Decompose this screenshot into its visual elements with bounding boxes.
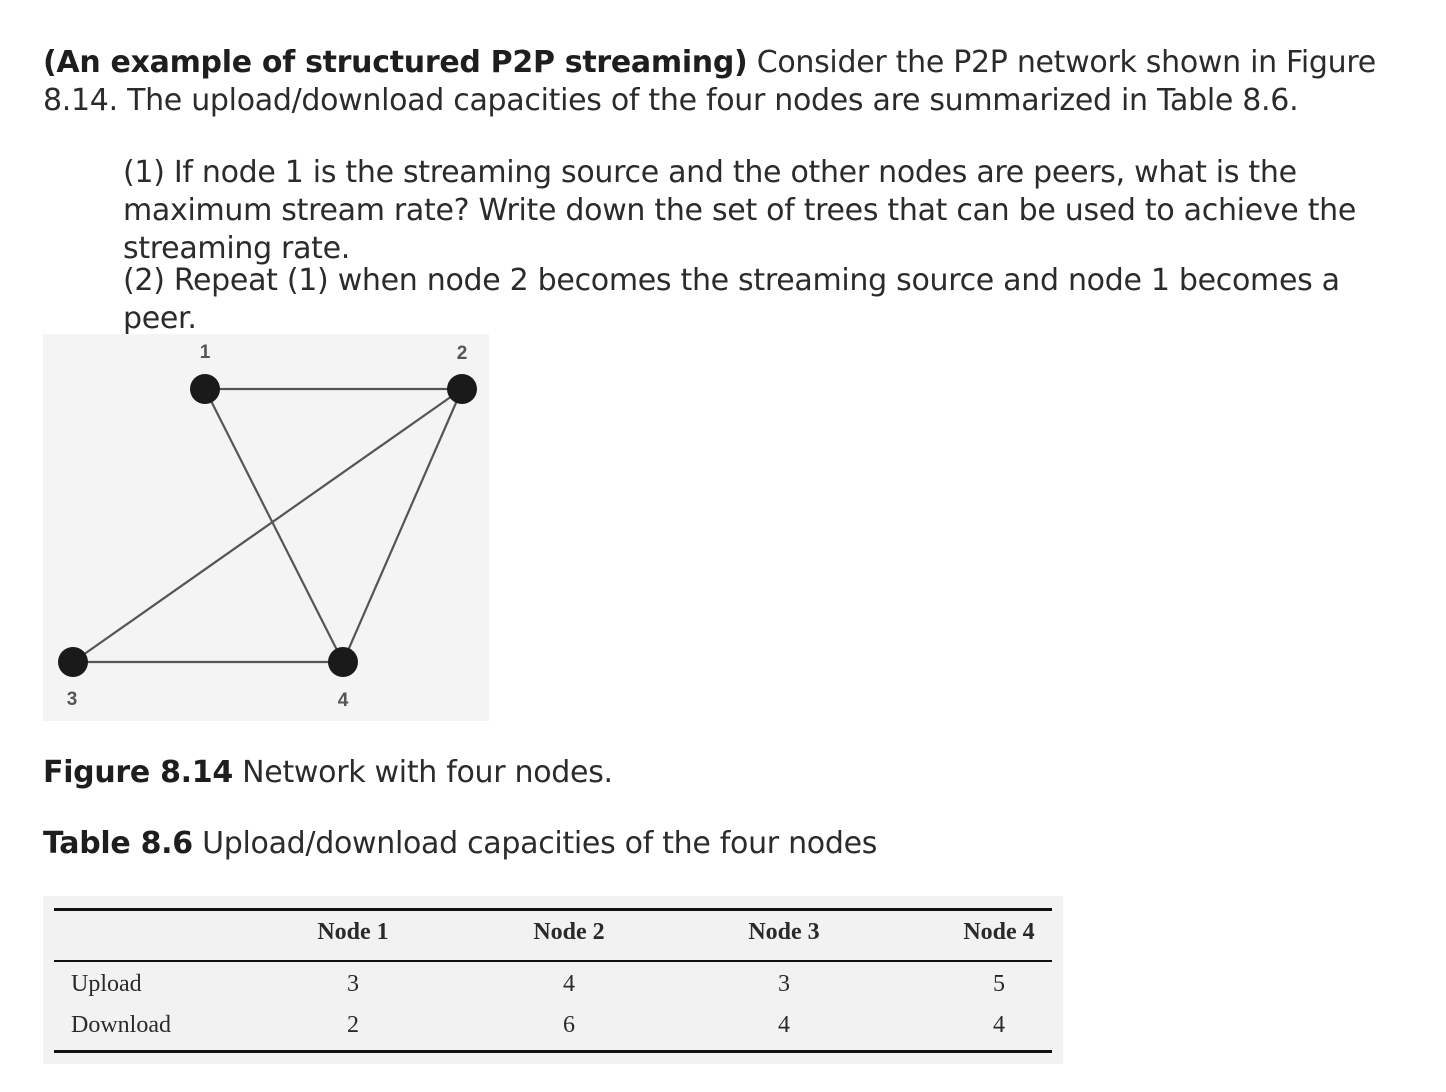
table-caption-label: Table 8.6 [43, 826, 193, 861]
problem-intro: (An example of structured P2P streaming)… [43, 44, 1413, 120]
edge-2-4 [341, 388, 464, 663]
figure-caption: Figure 8.14 Network with four nodes. [43, 754, 613, 792]
row-label-download: Download [71, 1012, 171, 1038]
table-cell: 5 [993, 971, 1005, 997]
capacity-table: Node 1 Node 2 Node 3 Node 4 Upload 3 4 3… [43, 896, 1063, 1064]
edge-1-4 [204, 388, 344, 663]
table-cell: 6 [563, 1012, 575, 1038]
problem-statement: Consider the P2P network shown in Figure… [43, 45, 1376, 118]
column-header-node-2: Node 2 [533, 919, 605, 945]
column-header-node-1: Node 1 [317, 919, 389, 945]
node-label-4: 4 [338, 690, 349, 711]
network-figure: 1 2 3 4 [43, 334, 489, 721]
node-label-2: 2 [457, 343, 468, 364]
table-cell: 4 [778, 1012, 790, 1038]
table-cell: 2 [347, 1012, 359, 1038]
table-caption: Table 8.6 Upload/download capacities of … [43, 825, 877, 863]
node-2 [447, 374, 477, 404]
node-label-1: 1 [200, 342, 211, 363]
network-graph: 1 2 3 4 [58, 342, 477, 711]
question-2: (2) Repeat (1) when node 2 becomes the s… [123, 263, 1340, 336]
table-cell: 4 [993, 1012, 1005, 1038]
column-header-node-4: Node 4 [963, 919, 1035, 945]
table-cell: 3 [347, 971, 359, 997]
question-1: (1) If node 1 is the streaming source an… [123, 155, 1357, 266]
row-label-upload: Upload [71, 971, 142, 997]
edge-2-3 [72, 388, 463, 663]
problem-title: (An example of structured P2P streaming) [43, 45, 748, 80]
figure-caption-label: Figure 8.14 [43, 755, 233, 790]
table-top-rule [54, 908, 1052, 911]
node-3 [58, 647, 88, 677]
figure-caption-text: Network with four nodes. [232, 755, 613, 790]
table-header-rule [54, 960, 1052, 962]
column-header-node-3: Node 3 [748, 919, 820, 945]
table-cell: 3 [778, 971, 790, 997]
node-1 [190, 374, 220, 404]
table-bottom-rule [54, 1050, 1052, 1053]
node-4 [328, 647, 358, 677]
table-cell: 4 [563, 971, 575, 997]
table-caption-text: Upload/download capacities of the four n… [192, 826, 878, 861]
node-label-3: 3 [67, 689, 78, 710]
